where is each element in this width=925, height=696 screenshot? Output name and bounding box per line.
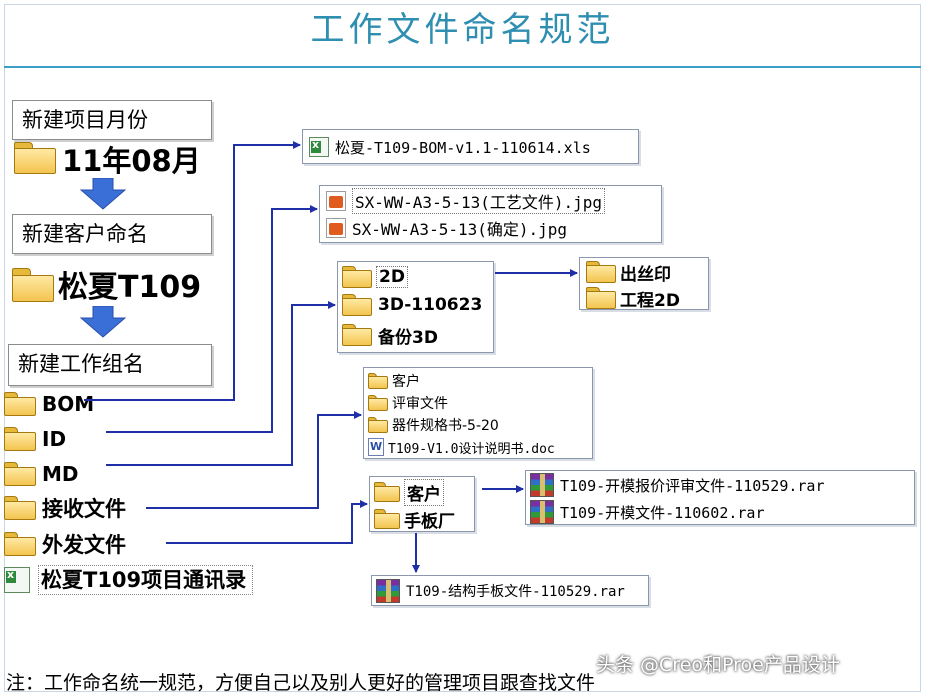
group-folder-bom[interactable]: BOM bbox=[4, 390, 94, 418]
folder-icon bbox=[342, 324, 372, 346]
excel-file-icon bbox=[4, 567, 30, 593]
receive-items-panel: 客户 评审文件 器件规格书-5-20 T109-V1.0设计说明书.doc bbox=[363, 367, 593, 459]
folder-icon bbox=[374, 482, 400, 502]
send-folder-customer[interactable]: 客户 bbox=[374, 478, 444, 506]
folder-icon bbox=[4, 427, 36, 451]
folder-name: 客户 bbox=[404, 478, 444, 506]
receive-doc-file[interactable]: T109-V1.0设计说明书.doc bbox=[368, 436, 555, 458]
factory-rar-file[interactable]: T109-结构手板文件-110529.rar bbox=[376, 578, 625, 604]
contacts-file[interactable]: 松夏T109项目通讯录 bbox=[4, 564, 254, 596]
step-month-label: 新建项目月份 bbox=[12, 100, 212, 140]
md-folders-panel: 2D 3D-110623 备份3D bbox=[337, 261, 494, 353]
rar-file-icon bbox=[376, 579, 400, 603]
folder-icon bbox=[4, 496, 36, 520]
down-arrow-icon bbox=[80, 178, 126, 210]
md-2d-subfolder[interactable]: 出丝印 bbox=[586, 260, 671, 285]
folder-icon bbox=[368, 395, 388, 411]
folder-name: 器件规格书-5-20 bbox=[392, 418, 499, 434]
bom-file[interactable]: 松夏-T109-BOM-v1.1-110614.xls bbox=[309, 136, 591, 158]
folder-icon bbox=[368, 373, 388, 389]
group-folder-label: BOM bbox=[42, 392, 95, 416]
folder-name: 工程2D bbox=[620, 290, 680, 311]
folder-icon bbox=[4, 532, 36, 556]
group-folder-md[interactable]: MD bbox=[4, 460, 79, 488]
folder-icon bbox=[14, 142, 56, 174]
file-name: T109-结构手板文件-110529.rar bbox=[406, 584, 625, 600]
file-name: T109-开模报价评审文件-110529.rar bbox=[560, 476, 825, 495]
bom-file-panel: 松夏-T109-BOM-v1.1-110614.xls bbox=[302, 129, 639, 164]
arrow-send bbox=[166, 500, 368, 544]
arrow-receive bbox=[146, 411, 362, 509]
month-folder-label[interactable]: 11年08月 bbox=[62, 144, 201, 178]
folder-icon bbox=[12, 268, 54, 302]
send-folder-factory[interactable]: 手板厂 bbox=[374, 507, 455, 532]
send-folders-panel: 客户 手板厂 bbox=[369, 476, 475, 532]
md-folder[interactable]: 2D bbox=[342, 264, 408, 290]
arrow-id bbox=[106, 205, 318, 433]
group-folder-id[interactable]: ID bbox=[4, 425, 66, 453]
customer-folder-label[interactable]: 松夏T109 bbox=[58, 270, 202, 305]
folder-name: 手板厂 bbox=[404, 511, 455, 532]
folder-icon bbox=[4, 462, 36, 486]
down-arrow-icon bbox=[80, 306, 126, 338]
contacts-file-label: 松夏T109项目通讯录 bbox=[38, 565, 254, 595]
id-file[interactable]: SX-WW-A3-5-13(工艺文件).jpg bbox=[326, 188, 606, 214]
customer-rar-file[interactable]: T109-开模报价评审文件-110529.rar bbox=[530, 472, 825, 498]
folder-name: 2D bbox=[376, 266, 408, 288]
group-folder-label: ID bbox=[42, 427, 67, 451]
folder-name: 评审文件 bbox=[392, 396, 448, 412]
customer-files-panel: T109-开模报价评审文件-110529.rar T109-开模文件-11060… bbox=[525, 470, 915, 525]
rar-file-icon bbox=[530, 500, 554, 524]
folder-icon bbox=[342, 266, 372, 288]
page-title: 工作文件命名规范 bbox=[310, 10, 615, 50]
image-file-icon bbox=[326, 218, 346, 238]
receive-folder[interactable]: 评审文件 bbox=[368, 392, 448, 414]
excel-file-icon bbox=[309, 137, 329, 157]
group-folder-label: MD bbox=[42, 462, 79, 486]
id-files-panel: SX-WW-A3-5-13(工艺文件).jpg SX-WW-A3-5-13(确定… bbox=[319, 185, 662, 243]
id-file[interactable]: SX-WW-A3-5-13(确定).jpg bbox=[326, 216, 567, 240]
watermark: 头条 @Creo和Proe产品设计 bbox=[596, 654, 840, 676]
factory-file-panel: T109-结构手板文件-110529.rar bbox=[371, 575, 649, 606]
file-name: SX-WW-A3-5-13(确定).jpg bbox=[352, 220, 568, 239]
folder-icon bbox=[368, 417, 388, 433]
page-frame bbox=[4, 4, 921, 692]
folder-name: 3D-110623 bbox=[378, 295, 483, 315]
group-folder-label: 接收文件 bbox=[42, 497, 126, 521]
receive-folder[interactable]: 器件规格书-5-20 bbox=[368, 414, 499, 436]
file-name: T109-开模文件-110602.rar bbox=[560, 503, 765, 522]
step-customer-label: 新建客户命名 bbox=[12, 214, 212, 254]
word-file-icon bbox=[368, 438, 384, 456]
md-folder[interactable]: 3D-110623 bbox=[342, 292, 482, 318]
file-name: T109-V1.0设计说明书.doc bbox=[388, 441, 555, 457]
image-file-icon bbox=[326, 191, 346, 211]
folder-icon bbox=[586, 261, 616, 283]
folder-icon bbox=[4, 392, 36, 416]
step-group-label: 新建工作组名 bbox=[8, 344, 212, 386]
title-divider bbox=[4, 66, 921, 68]
folder-icon bbox=[342, 294, 372, 316]
folder-icon bbox=[586, 287, 616, 309]
rar-file-icon bbox=[530, 473, 554, 497]
arrow-md bbox=[106, 301, 336, 466]
md-folder[interactable]: 备份3D bbox=[342, 322, 438, 348]
footer-note: 注：工作命名统一规范，方便自己以及别人更好的管理项目跟查找文件 bbox=[6, 672, 596, 694]
customer-rar-file[interactable]: T109-开模文件-110602.rar bbox=[530, 499, 765, 525]
file-name: 松夏-T109-BOM-v1.1-110614.xls bbox=[335, 138, 591, 157]
group-folder-label: 外发文件 bbox=[42, 533, 126, 557]
md-2d-subfolders-panel: 出丝印 工程2D bbox=[579, 257, 709, 311]
arrow-bom bbox=[84, 141, 301, 401]
receive-folder[interactable]: 客户 bbox=[368, 370, 420, 392]
folder-icon bbox=[374, 509, 400, 529]
folder-name: 客户 bbox=[392, 374, 420, 390]
folder-name: 备份3D bbox=[378, 327, 438, 348]
folder-name: 出丝印 bbox=[620, 264, 671, 285]
group-folder-send[interactable]: 外发文件 bbox=[4, 530, 126, 558]
file-name: SX-WW-A3-5-13(工艺文件).jpg bbox=[352, 188, 606, 214]
md-2d-subfolder[interactable]: 工程2D bbox=[586, 286, 680, 311]
group-folder-receive[interactable]: 接收文件 bbox=[4, 494, 126, 522]
